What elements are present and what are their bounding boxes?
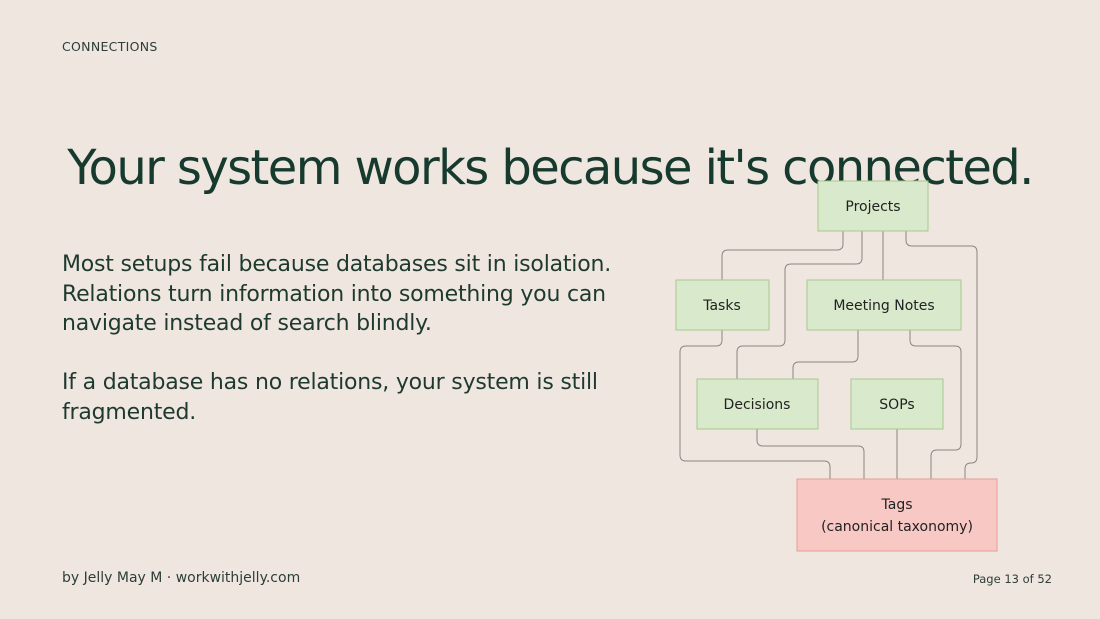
connector-projects-decisions	[736, 231, 863, 379]
node-projects-label: Projects	[845, 199, 900, 215]
footer-author: by Jelly May M · workwithjelly.com	[62, 570, 301, 586]
section-label: CONNECTIONS	[62, 39, 158, 54]
body-text: Most setups fail because databases sit i…	[62, 250, 622, 457]
connector-decisions-tags	[756, 429, 865, 479]
node-decisions-label: Decisions	[724, 397, 791, 413]
node-tasks: Tasks	[675, 279, 770, 331]
connector-projects-tags	[905, 231, 978, 479]
node-tags-label: Tags	[881, 497, 913, 513]
node-sops-label: SOPs	[879, 397, 914, 413]
connector-tasks-tags	[679, 330, 831, 479]
diagram-connectors	[679, 231, 978, 479]
page-number: Page 13 of 52	[972, 572, 1052, 586]
node-tasks-label: Tasks	[702, 298, 741, 314]
connector-projects-tasks	[721, 231, 844, 280]
node-decisions: Decisions	[696, 378, 819, 430]
body-paragraph-1: Most setups fail because databases sit i…	[62, 252, 612, 336]
node-sops: SOPs	[850, 378, 944, 430]
node-tags-sublabel: (canonical taxonomy)	[821, 519, 973, 535]
connector-meeting-notes-tags	[909, 330, 962, 479]
node-meeting-notes: Meeting Notes	[806, 279, 962, 331]
node-meeting-notes-label: Meeting Notes	[833, 298, 934, 314]
body-paragraph-2: If a database has no relations, your sys…	[62, 370, 598, 425]
connector-meeting-notes-decisions	[792, 330, 859, 379]
node-tags: Tags (canonical taxonomy)	[796, 478, 998, 552]
node-projects: Projects	[817, 180, 929, 232]
